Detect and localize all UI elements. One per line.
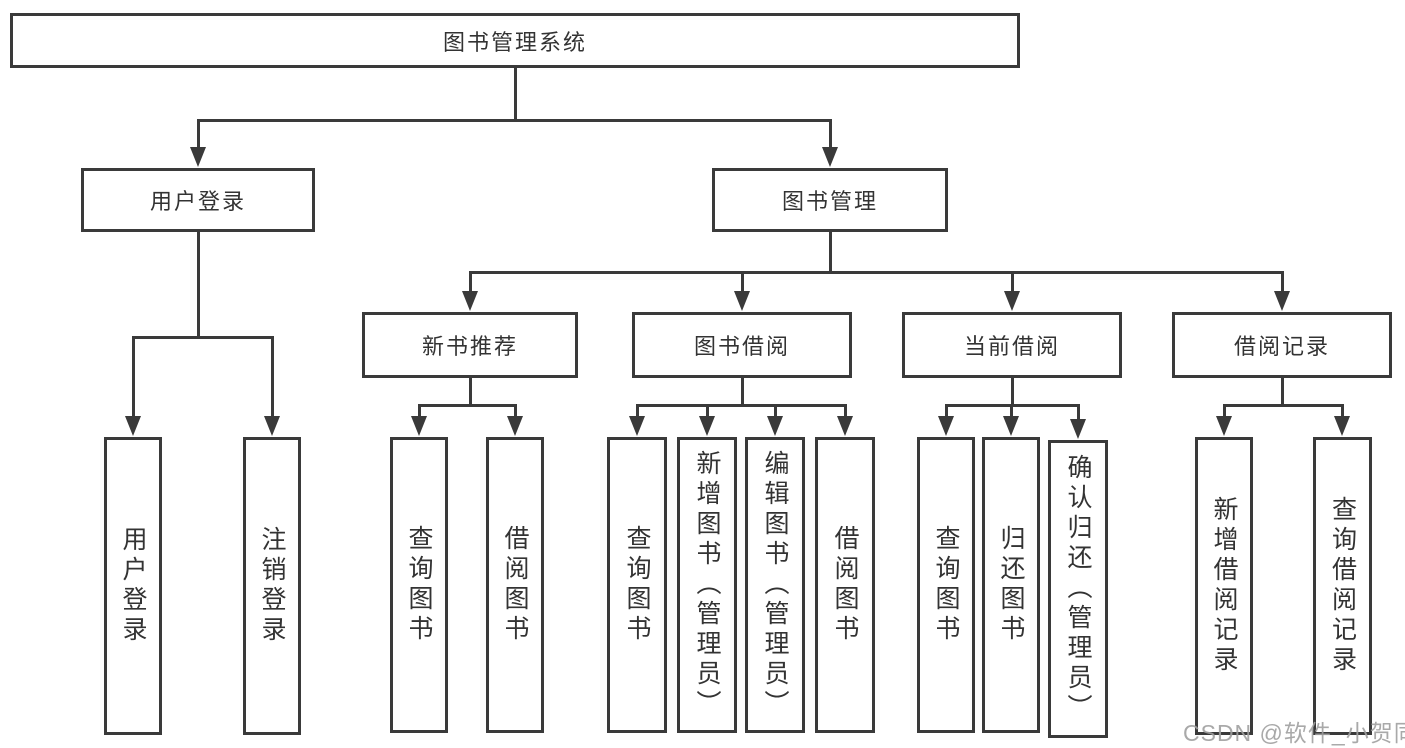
leaf-edit-book-admin: 编辑图书（管理员） [745,437,805,733]
connector-line [418,405,421,420]
connector-line [469,378,472,405]
node-label: 查询图书 [405,525,433,645]
leaf-return-book: 归还图书 [982,437,1040,733]
connector-line [945,405,948,420]
arrowhead-icon [462,291,478,311]
node-label: 查询图书 [932,525,960,645]
node-label: 借阅图书 [831,525,859,645]
node-label: 注销登录 [258,526,286,646]
node-label: 用户登录 [119,526,147,646]
node-label: 图书管理系统 [442,29,587,55]
node-label: 当前借阅 [963,334,1060,359]
connector-line [514,68,517,120]
node-borrowing-records: 借阅记录 [1172,312,1392,378]
connector-line [829,232,832,272]
connector-line [197,232,200,337]
connector-line [844,405,847,420]
node-label: 新书推荐 [421,334,518,359]
node-new-book-recommend: 新书推荐 [362,312,578,378]
connector-line [741,272,744,295]
node-label: 借阅记录 [1233,334,1330,359]
leaf-query-books-2: 查询图书 [607,437,667,733]
connector-line [197,120,200,151]
connector-line [1011,272,1014,295]
arrowhead-icon [507,416,523,436]
node-user-login: 用户登录 [81,168,315,232]
leaf-borrow-books-1: 借阅图书 [486,437,544,733]
connector-line [469,271,1284,274]
connector-line [1077,405,1080,423]
connector-line [132,337,135,420]
arrowhead-icon [629,416,645,436]
node-book-borrowing: 图书借阅 [632,312,852,378]
arrowhead-icon [1003,416,1019,436]
connector-line [1281,272,1284,295]
leaf-add-borrow-record: 新增借阅记录 [1195,437,1253,735]
connector-line [132,336,274,339]
connector-line [1341,405,1344,420]
node-label: 借阅图书 [501,525,529,645]
leaf-logout: 注销登录 [243,437,301,735]
leaf-borrow-books-2: 借阅图书 [815,437,875,733]
connector-line [469,272,472,295]
connector-line [1011,378,1014,405]
connector-line [1223,405,1226,420]
node-label: 查询借阅记录 [1328,496,1357,676]
leaf-user-login: 用户登录 [104,437,162,735]
node-label: 用户登录 [149,189,246,214]
connector-line [197,119,832,122]
node-label: 编辑图书（管理员） [761,450,789,720]
arrowhead-icon [125,416,141,436]
node-book-management: 图书管理 [712,168,948,232]
leaf-query-borrow-record: 查询借阅记录 [1313,437,1372,735]
arrowhead-icon [767,416,783,436]
node-label: 归还图书 [997,525,1025,645]
leaf-query-books-1: 查询图书 [390,437,448,733]
arrowhead-icon [1216,416,1232,436]
arrowhead-icon [1334,416,1350,436]
connector-line [706,405,709,420]
node-label: 图书管理 [781,189,878,214]
arrowhead-icon [190,147,206,167]
connector-line [636,404,847,407]
leaf-query-books-3: 查询图书 [917,437,975,733]
connector-line [741,378,744,405]
connector-line [636,405,639,420]
connector-line [1281,378,1284,405]
arrowhead-icon [1274,291,1290,311]
arrowhead-icon [938,416,954,436]
arrowhead-icon [1070,419,1086,439]
arrowhead-icon [837,416,853,436]
connector-line [829,120,832,151]
connector-line [418,404,517,407]
connector-line [774,405,777,420]
connector-line [514,405,517,420]
arrowhead-icon [734,291,750,311]
leaf-add-book-admin: 新增图书（管理员） [677,437,737,733]
arrowhead-icon [411,416,427,436]
node-label: 确认归还（管理员） [1064,454,1092,724]
node-label: 查询图书 [623,525,651,645]
node-current-borrowing: 当前借阅 [902,312,1122,378]
arrowhead-icon [264,416,280,436]
connector-line [271,337,274,420]
watermark: CSDN @软件_小贺同学 [1183,720,1405,746]
leaf-confirm-return-admin: 确认归还（管理员） [1048,440,1108,738]
arrowhead-icon [822,147,838,167]
arrowhead-icon [699,416,715,436]
connector-line [1223,404,1344,407]
arrowhead-icon [1004,291,1020,311]
node-label: 新增借阅记录 [1210,496,1238,676]
node-label: 新增图书（管理员） [693,450,721,720]
node-library-management-system: 图书管理系统 [10,13,1020,68]
node-label: 图书借阅 [693,334,790,359]
connector-line [1010,405,1013,420]
